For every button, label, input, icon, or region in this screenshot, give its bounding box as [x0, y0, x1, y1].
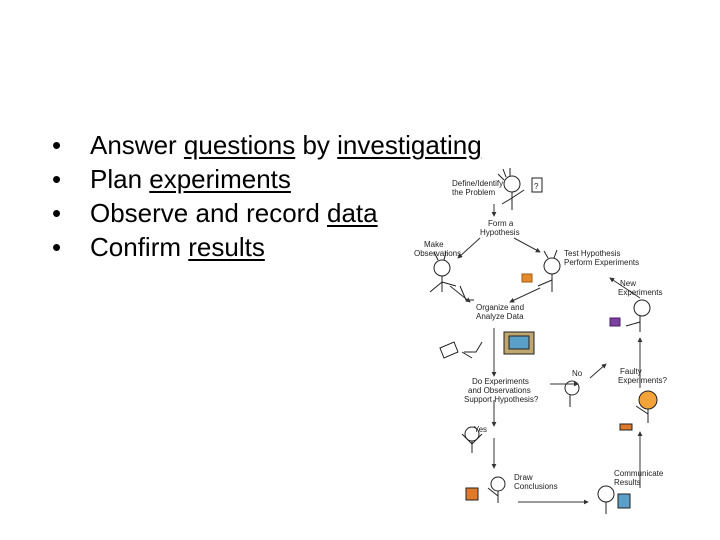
label-communicate-2: Results — [614, 478, 641, 487]
label-new: New — [620, 279, 636, 288]
question-mark-label: ? — [534, 182, 539, 191]
label-define: Define/Identify — [452, 179, 503, 188]
bullet-item: •Observe and record data — [52, 198, 378, 228]
bullet-item: •Confirm results — [52, 232, 265, 262]
scientist-faulty-icon — [619, 390, 658, 431]
label-communicate: Communicate — [614, 469, 664, 478]
label-faulty-2: Experiments? — [618, 376, 667, 385]
computer-analyze-icon — [439, 331, 535, 359]
label-faulty: Faulty — [620, 367, 642, 376]
label-support: Do Experiments — [472, 377, 529, 386]
bullet-item: •Answer questions by investigating — [52, 130, 482, 160]
scientist-observe-icon — [429, 251, 474, 301]
label-hypothesis: Form a — [488, 219, 514, 228]
bullet-list: •Answer questions by investigating •Plan… — [52, 128, 482, 264]
label-no: No — [572, 369, 583, 378]
bullet-marker: • — [52, 198, 62, 228]
scientist-test-icon — [521, 249, 561, 292]
label-support-2: and Observations — [468, 386, 531, 395]
scientist-conclusions-icon — [465, 476, 506, 503]
label-define-2: the Problem — [452, 188, 495, 197]
label-yes: Yes — [474, 425, 487, 434]
scientist-yes-icon — [461, 426, 483, 453]
label-organize-2: Analyze Data — [476, 312, 524, 321]
bullet-marker: • — [52, 130, 62, 160]
scientist-communicate-icon — [597, 485, 631, 514]
label-test-2: Perform Experiments — [564, 258, 639, 267]
label-hypothesis-2: Hypothesis — [480, 228, 520, 237]
bullet-marker: • — [52, 164, 62, 194]
link-experiments[interactable]: experiments — [149, 164, 291, 194]
link-investigating[interactable]: investigating — [337, 130, 482, 160]
label-draw-2: Conclusions — [514, 482, 558, 491]
scientist-new-experiments-icon — [609, 299, 651, 332]
scientist-thinking-icon — [564, 380, 580, 407]
bullet-marker: • — [52, 232, 62, 262]
label-observations: Make — [424, 240, 444, 249]
label-new-2: Experiments — [618, 288, 662, 297]
label-support-3: Support Hypothesis? — [464, 395, 539, 404]
label-observations-2: Observations — [414, 249, 461, 258]
label-draw: Draw — [514, 473, 533, 482]
label-organize: Organize and — [476, 303, 524, 312]
scientific-method-diagram: ? — [414, 168, 667, 514]
link-questions[interactable]: questions — [183, 130, 296, 160]
link-results[interactable]: results — [188, 232, 265, 262]
flow-arrows — [449, 204, 643, 505]
scientist-define-icon — [497, 168, 543, 210]
label-test: Test Hypothesis — [564, 249, 620, 258]
link-data[interactable]: data — [327, 198, 378, 228]
bullet-item: •Plan experiments — [52, 164, 291, 194]
